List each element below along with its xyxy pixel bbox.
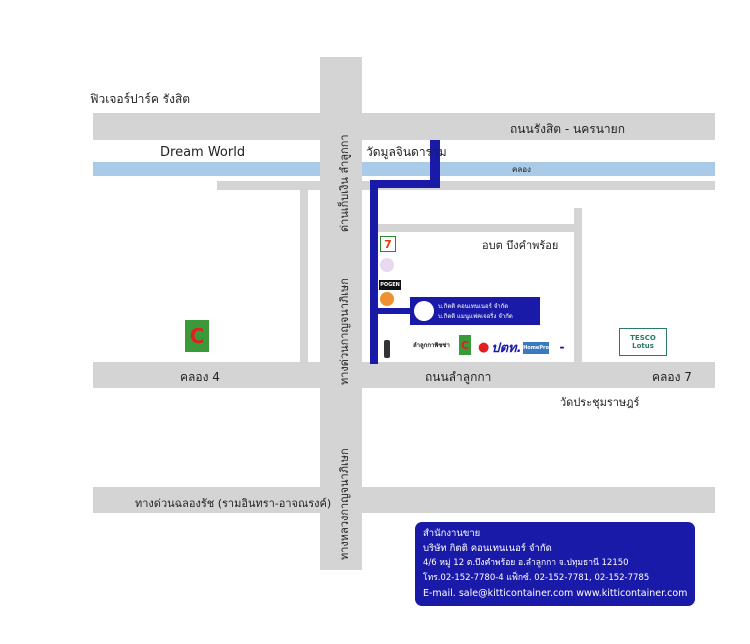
big-c-small-logo: C [459,335,471,355]
homepro-logo: HomePro [523,342,549,354]
pogen-logo: POGEN [379,280,401,290]
seven-eleven-logo: 7 [380,236,396,252]
lamlukka-road-label: ถนนลำลูกกา [425,370,492,384]
brand-logo: ▬ [559,345,565,351]
obt-label: อบต บึงคำพร้อย [482,239,559,252]
route-segment [378,308,412,314]
traffic-light-icon [384,340,390,358]
temple-logo [380,258,394,272]
canal [93,162,715,176]
wat-mool-label: วัดมูลจินดาราม [366,145,447,159]
info-address: 4/6 หมู่ 12 ต.บึงคำพร้อย อ.ลำลูกกา จ.ปทุ… [423,558,629,568]
kitti-logo-icon [414,301,434,321]
chalong-rat-road [93,487,715,513]
route-segment [370,180,378,364]
expressway-label: ทางด่วนกาญจนาภิเษก [338,278,351,385]
orange-logo [380,292,394,306]
pizza-label: ลำลูกกาพิซซ่า [413,342,450,349]
kanchanaphisek-road [320,57,362,570]
side-road-vertical [300,190,308,365]
canal-label: คลอง [512,165,531,174]
soi-right [574,208,582,364]
ptt-label: ปตท. [491,340,522,356]
rangsit-road-label: ถนนรังสิต - นครนายก [510,122,625,136]
info-title: สำนักงานขาย [423,528,481,539]
info-company: บริษัท กิตติ คอนเทนเนอร์ จำกัด [423,543,552,554]
highway-label: ทางหลวงกาญจนาภิเษก [338,448,351,560]
future-park-label: ฟิวเจอร์ปาร์ค รังสิต [90,92,191,106]
toll-gate-label: ด่านเก็บเงิน ลำลูกกา [338,134,351,232]
side-road [217,181,715,190]
lamlukka-road [93,362,715,388]
route-segment [370,180,440,188]
company-sign-line1: บ.กิตติ คอนเทนเนอร์ จำกัด [438,303,509,310]
khlong4-label: คลอง 4 [180,370,220,384]
kitti-company-sign: บ.กิตติ คอนเทนเนอร์ จำกัดบ.กิตติ แมนูแฟค… [410,297,540,325]
info-phone: โทร.02-152-7780-4 แฟ็กซ์. 02-152-7781, 0… [423,573,650,583]
rangsit-nakhonnayok-road [93,113,715,140]
dream-world-label: Dream World [160,145,246,160]
info-email-web: E-mail. sale@kitticontainer.com www.kitt… [423,588,688,599]
big-c-logo: C [185,320,209,352]
route-segment [430,140,440,188]
soi-top [378,224,582,232]
tesco-lotus-logo: TESCO Lotus [619,328,667,356]
chalong-rat-label: ทางด่วนฉลองรัช (รามอินทรา-อาจณรงค์) [135,497,332,510]
wat-prachum-label: วัดประชุมราษฎร์ [560,396,640,409]
company-sign-line2: บ.กิตติ แมนูแฟคเจอริ่ง จำกัด [438,313,513,320]
khlong7-label: คลอง 7 [652,370,692,384]
ptt-logo: ●ปตท. [478,338,522,356]
company-sign-text: บ.กิตติ คอนเทนเนอร์ จำกัดบ.กิตติ แมนูแฟค… [438,301,513,321]
sales-office-info: สำนักงานขาย บริษัท กิตติ คอนเทนเนอร์ จำก… [415,522,695,606]
